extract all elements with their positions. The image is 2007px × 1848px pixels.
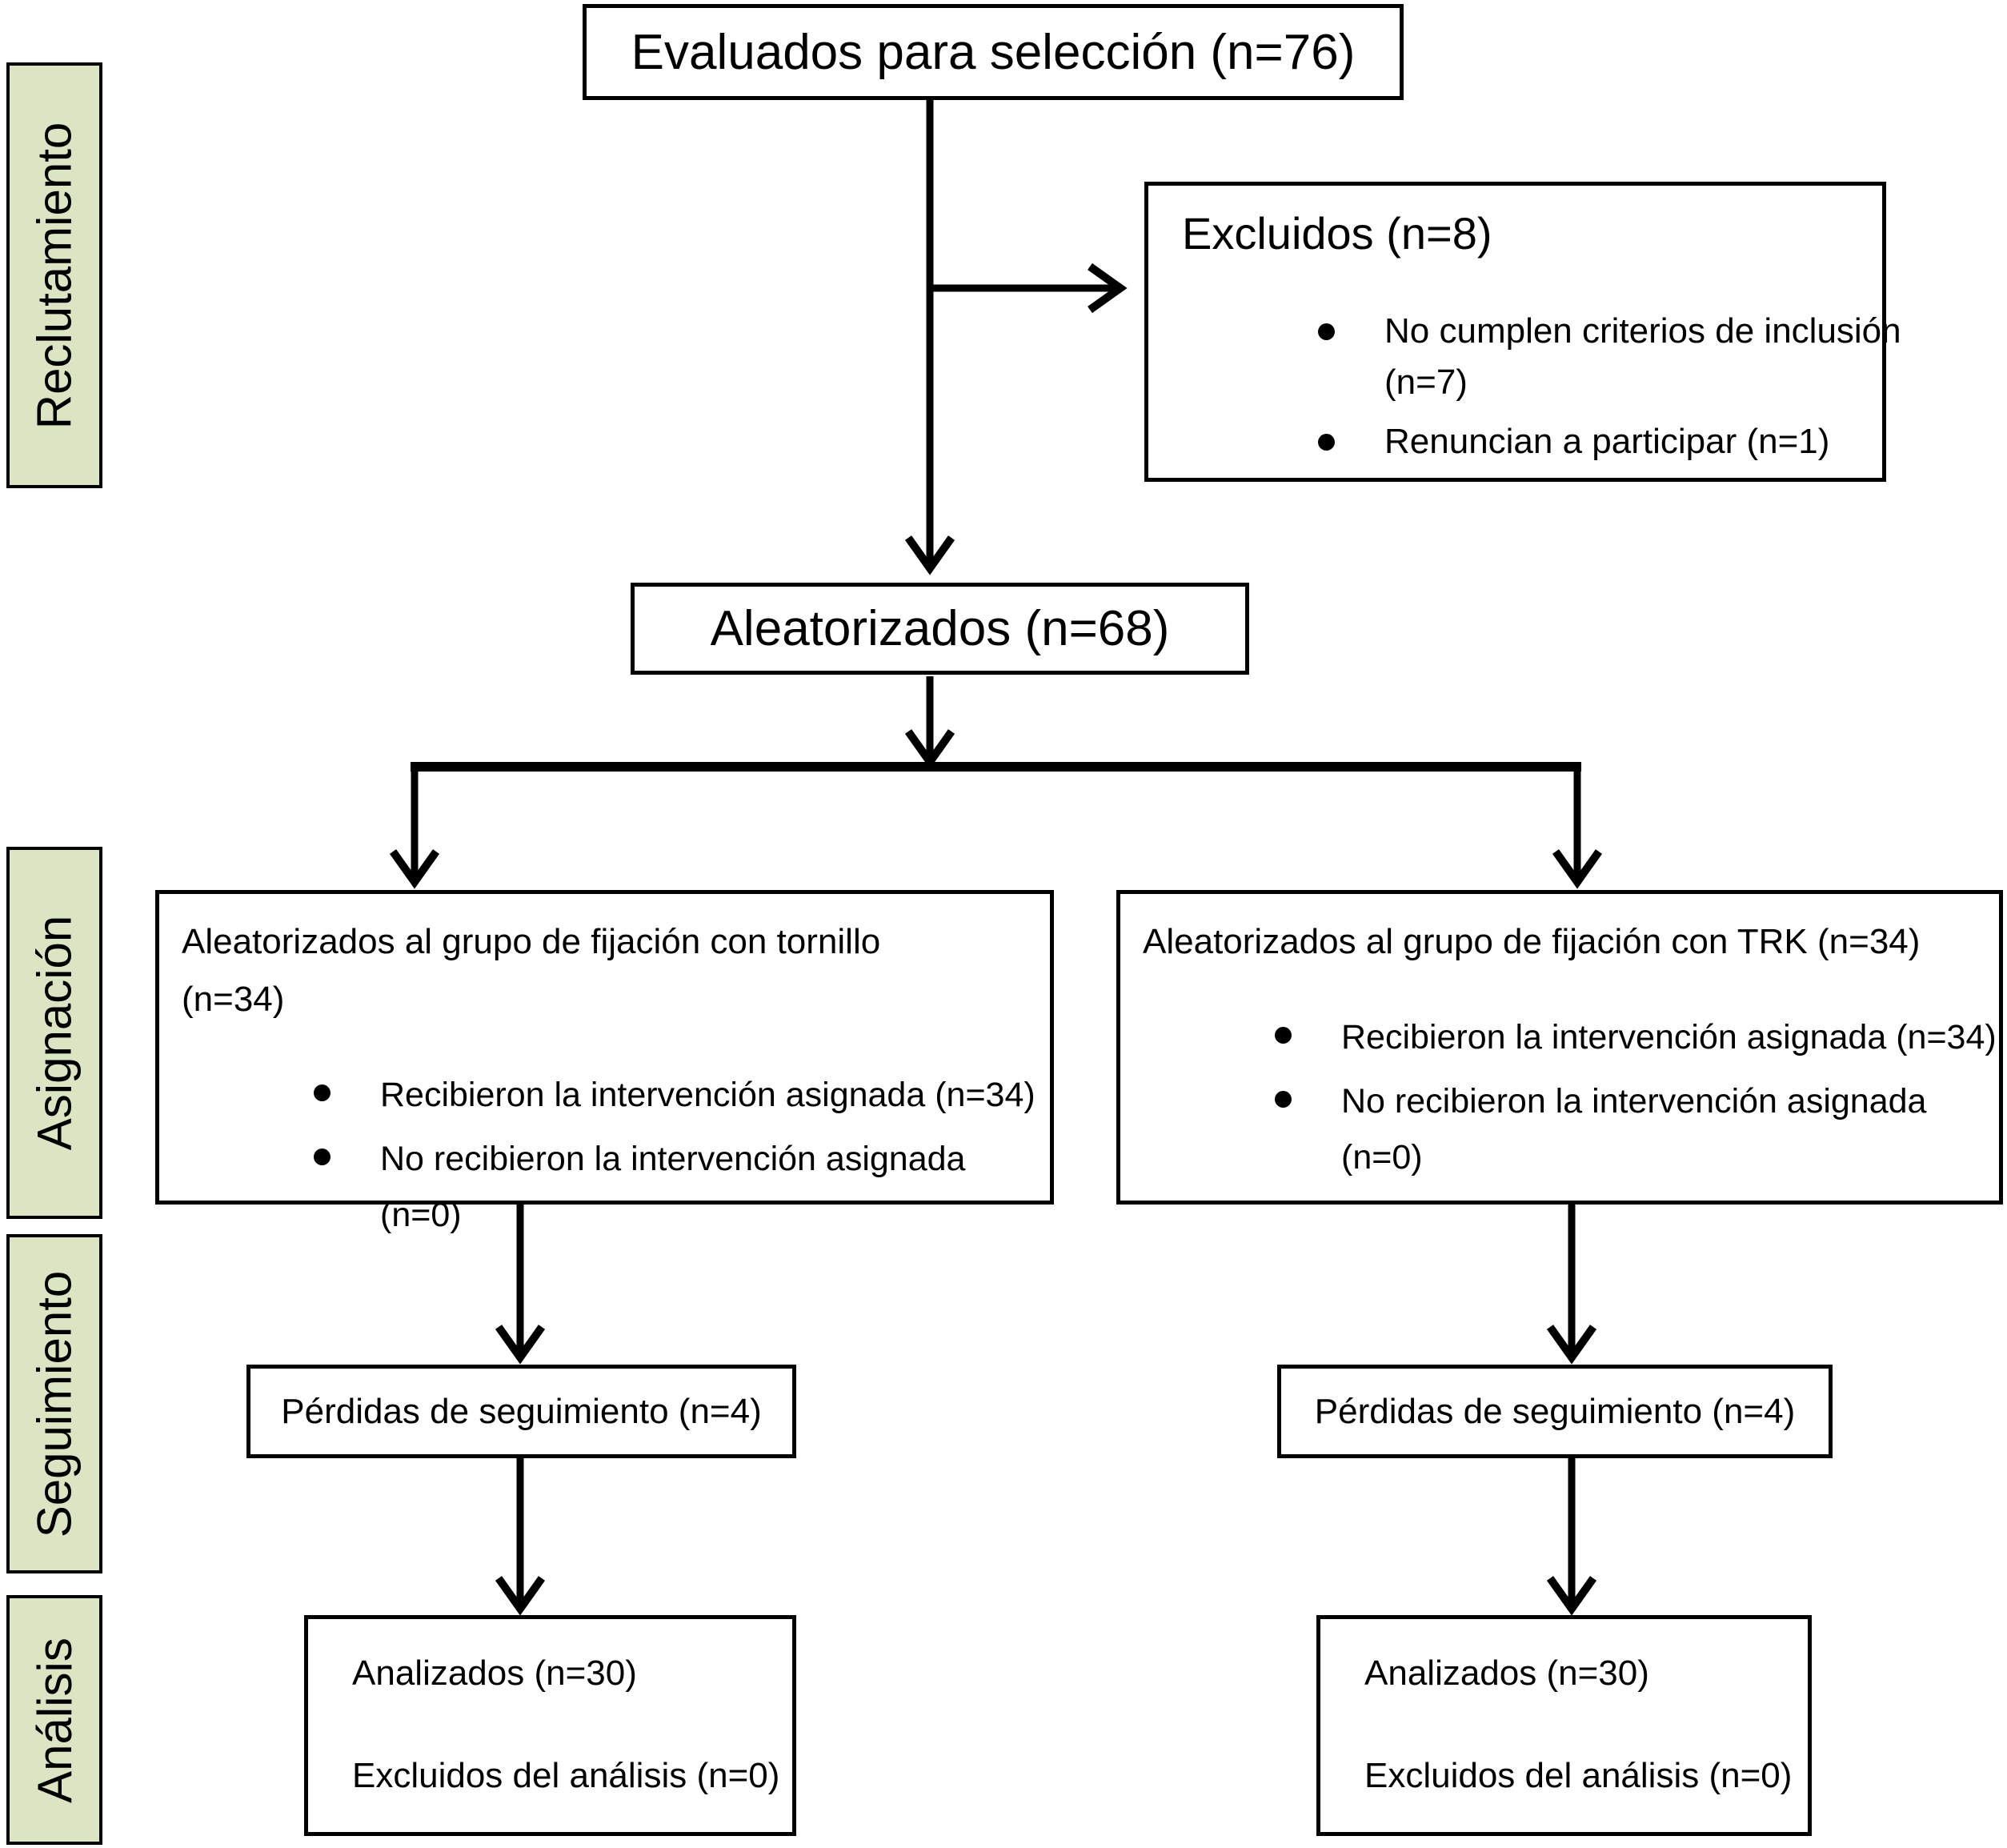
followup-left-box: Pérdidas de seguimiento (n=4) [246, 1365, 796, 1458]
excluded-box: Excluidos (n=8) No cumplen criterios de … [1144, 182, 1901, 482]
list-item-text: No cumplen criterios de inclusión (n=7) [1384, 306, 1901, 408]
split-line [389, 762, 1603, 889]
list-item: No recibieron la intervención asignada (… [314, 1131, 1034, 1243]
arrow-groupleft-to-followup [495, 1205, 546, 1365]
bullet-icon [1318, 434, 1335, 451]
bullet-line: Recibieron la intervención asignada (n=3… [1341, 1018, 1997, 1056]
bullet-line: (n=7) [1384, 363, 1468, 402]
arrow-randomized-to-split [904, 676, 955, 769]
list-item: Recibieron la intervención asignada (n=3… [1275, 1009, 1997, 1065]
stage-label-text: Asignación [27, 915, 82, 1151]
list-item-text: Recibieron la intervención asignada (n=3… [380, 1067, 1036, 1123]
group-title-line: Aleatorizados al grupo de fijación con t… [182, 922, 881, 961]
bullet-icon [1318, 323, 1335, 340]
list-item: Recibieron la intervención asignada (n=3… [314, 1067, 1036, 1123]
stage-label-asignacion: Asignación [6, 847, 102, 1219]
arrow-groupright-to-followup [1546, 1205, 1597, 1365]
excluded-list: No cumplen criterios de inclusión (n=7) … [1182, 306, 1901, 467]
bullet-line: Renuncian a participar (n=1) [1384, 422, 1830, 461]
randomized-box: Aleatorizados (n=68) [631, 583, 1249, 675]
arrow-followupleft-to-analysis [495, 1458, 546, 1616]
arrow-followupright-to-analysis [1546, 1458, 1597, 1616]
analysis-line: Analizados (n=30) [352, 1654, 637, 1693]
bullet-line: Recibieron la intervención asignada (n=3… [380, 1076, 1036, 1114]
stage-label-text: Reclutamiento [27, 122, 82, 429]
list-item-text: Renuncian a participar (n=1) [1384, 416, 1829, 467]
analysis-line: Excluidos del análisis (n=0) [352, 1756, 780, 1795]
stage-label-text: Análisis [27, 1637, 82, 1803]
assessed-title: Evaluados para selección (n=76) [631, 24, 1356, 80]
stage-label-seguimiento: Seguimiento [6, 1234, 102, 1573]
list-item: No recibieron la intervención asignada (… [1275, 1073, 1983, 1185]
group-list: Recibieron la intervención asignada (n=3… [182, 1067, 1036, 1243]
bullet-icon [1275, 1091, 1292, 1108]
group-title-line: (n=34) [182, 980, 285, 1019]
analysis-left-box: Analizados (n=30) Excluidos del análisis… [304, 1615, 796, 1836]
list-item: No cumplen criterios de inclusión (n=7) [1318, 306, 1901, 408]
list-item-text: No recibieron la intervención asignada (… [1341, 1073, 1926, 1185]
followup-right-box: Pérdidas de seguimiento (n=4) [1277, 1365, 1833, 1458]
randomized-title: Aleatorizados (n=68) [710, 601, 1170, 656]
excluded-title: Excluidos (n=8) [1182, 208, 1492, 259]
analysis-line: Analizados (n=30) [1364, 1654, 1649, 1693]
list-item: Renuncian a participar (n=1) [1318, 416, 1866, 467]
followup-title: Pérdidas de seguimiento (n=4) [281, 1391, 762, 1431]
list-item-text: No recibieron la intervención asignada (… [380, 1131, 965, 1243]
group-trk-box: Aleatorizados al grupo de fijación con T… [1116, 890, 2003, 1205]
group-screw-box: Aleatorizados al grupo de fijación con t… [155, 890, 1054, 1234]
list-item-text: Recibieron la intervención asignada (n=3… [1341, 1009, 1997, 1065]
bullet-icon [314, 1084, 330, 1101]
stage-label-text: Seguimiento [27, 1270, 82, 1537]
group-title-line: Aleatorizados al grupo de fijación con T… [1143, 922, 1921, 961]
analysis-right-box: Analizados (n=30) Excluidos del análisis… [1316, 1615, 1812, 1836]
bullet-icon [1275, 1027, 1292, 1044]
bullet-icon [314, 1148, 330, 1165]
assessed-box: Evaluados para selección (n=76) [583, 4, 1404, 100]
bullet-line: No recibieron la intervención asignada [1341, 1082, 1927, 1120]
bullet-line: No cumplen criterios de inclusión [1384, 311, 1901, 351]
bullet-line: No recibieron la intervención asignada [380, 1140, 966, 1178]
followup-title: Pérdidas de seguimiento (n=4) [1314, 1391, 1796, 1431]
bullet-line: (n=0) [380, 1196, 462, 1234]
stage-label-analisis: Análisis [6, 1595, 102, 1845]
bullet-line: (n=0) [1341, 1138, 1423, 1177]
stage-label-reclutamiento: Reclutamiento [6, 62, 102, 488]
arrow-assessed-to-randomized [904, 100, 955, 575]
arrow-to-excluded [930, 263, 1128, 314]
group-list: Recibieron la intervención asignada (n=3… [1143, 1009, 1997, 1185]
analysis-line: Excluidos del análisis (n=0) [1364, 1756, 1793, 1795]
